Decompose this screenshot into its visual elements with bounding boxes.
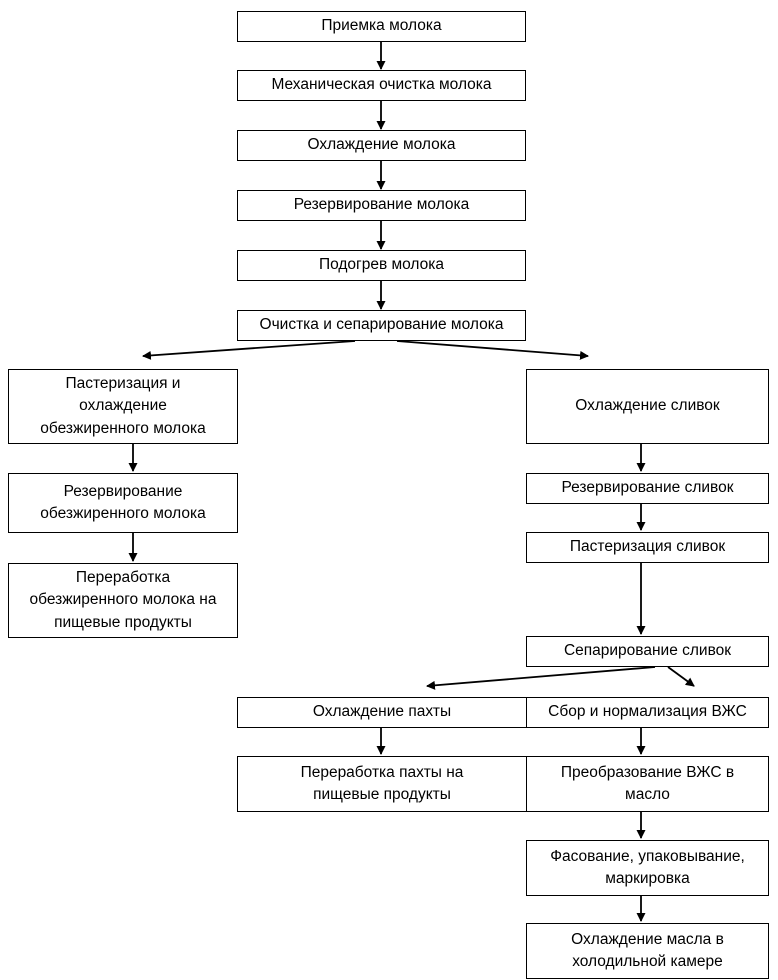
arrow	[142, 340, 356, 360]
node-buttermilk-processing: Переработка пахты на пищевые продукты	[237, 756, 527, 812]
arrow	[426, 666, 656, 690]
node-milk-reserving: Резервирование молока	[237, 190, 526, 221]
node-butter-cold-storage: Охлаждение масла в холодильной камере	[526, 923, 769, 979]
node-cream-separation: Сепарирование сливок	[526, 636, 769, 667]
node-hfc-conversion: Преобразование ВЖС в масло	[526, 756, 769, 812]
node-buttermilk-cooling: Охлаждение пахты	[237, 697, 527, 728]
node-cream-pasteurization: Пастеризация сливок	[526, 532, 769, 563]
node-milk-cooling: Охлаждение молока	[237, 130, 526, 161]
arrow	[396, 340, 589, 360]
node-hfc-collection: Сбор и нормализация ВЖС	[526, 697, 769, 728]
node-cream-reserving: Резервирование сливок	[526, 473, 769, 504]
arrow	[667, 666, 695, 687]
node-milk-mechanical-cleaning: Механическая очистка молока	[237, 70, 526, 101]
node-skim-reserving: Резервирование обезжиренного молока	[8, 473, 238, 533]
node-skim-processing: Переработка обезжиренного молока на пище…	[8, 563, 238, 638]
node-skim-pasteurization: Пастеризация и охлаждение обезжиренного …	[8, 369, 238, 444]
node-cream-cooling: Охлаждение сливок	[526, 369, 769, 444]
node-milk-reception: Приемка молока	[237, 11, 526, 42]
node-milk-separation: Очистка и сепарирование молока	[237, 310, 526, 341]
node-milk-heating: Подогрев молока	[237, 250, 526, 281]
node-packaging: Фасование, упаковывание, маркировка	[526, 840, 769, 896]
